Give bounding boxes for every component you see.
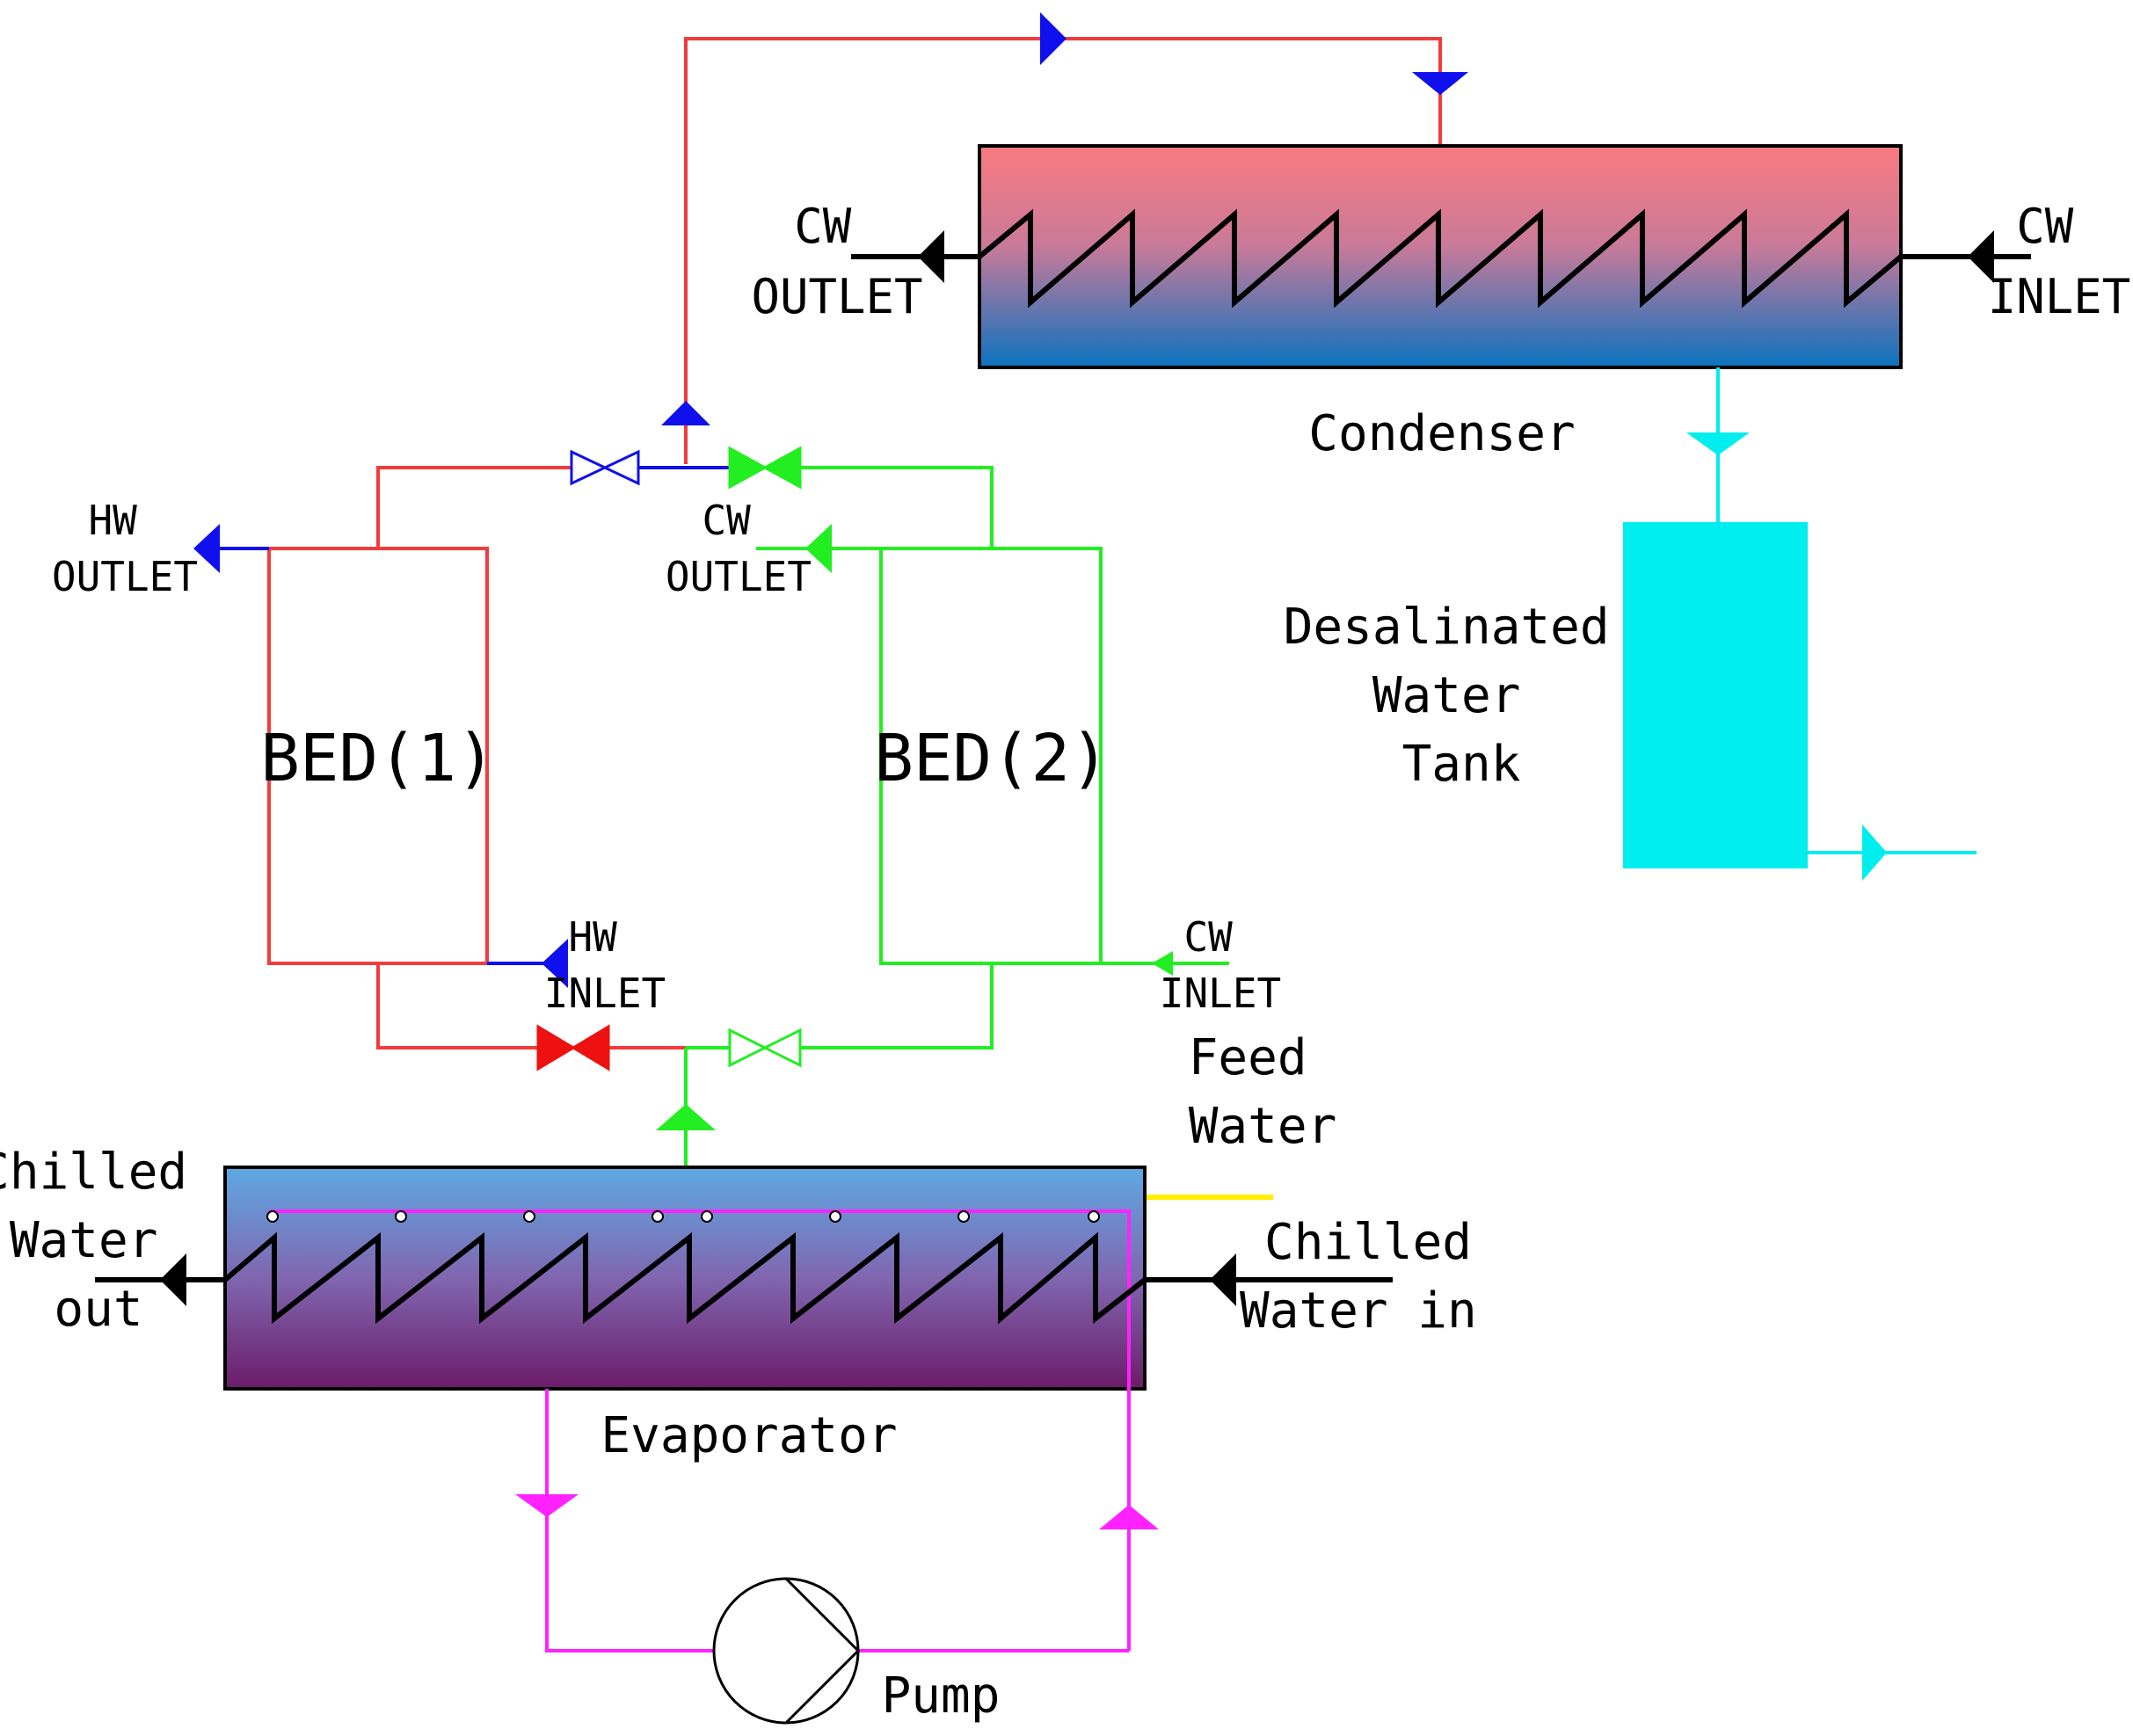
bed-2-cw-outlet-arrow: [805, 524, 832, 573]
pump-label: Pump: [882, 1667, 1001, 1725]
tank-body: [1623, 522, 1808, 868]
chilled-water-in-arrow: [1210, 1253, 1236, 1306]
vapour-arrow-up: [656, 1104, 716, 1130]
hw-outlet-arrow: [193, 524, 220, 573]
evaporator-label: Evaporator: [601, 1407, 897, 1464]
flow-arrow-right: [1040, 12, 1066, 65]
condenser-label: Condenser: [1308, 405, 1575, 462]
condenser-cw-inlet-label: CW INLET: [1988, 199, 2131, 324]
pump-icon: [712, 1577, 861, 1725]
evaporator-shell: [223, 1166, 1147, 1391]
bed-1-hw-outlet-label: HW OUTLET: [52, 497, 198, 600]
bed-2-cw-outlet-label: CW OUTLET: [666, 497, 812, 600]
evaporator-coil: [223, 1231, 1147, 1325]
pump-suction-arrow-down: [515, 1494, 579, 1517]
chilled-water-out-label: Chilled Water out: [0, 1144, 217, 1338]
evaporator: Chilled Water out Chilled Water in Evapo…: [0, 1144, 1502, 1651]
pump-loop: Pump: [515, 1389, 1159, 1725]
hw-inlet-arrow: [542, 939, 568, 988]
flow-arrow-up: [661, 401, 710, 425]
pump-discharge-arrow-up: [1099, 1505, 1159, 1529]
feed-water-label: Feed Water: [1189, 1029, 1337, 1155]
bed-1-hw-inlet-label: HW INLET: [544, 913, 666, 1017]
vapour-line-to-condenser: [661, 12, 1468, 464]
condenser-coil: [978, 208, 1903, 309]
bed-2-cw-inlet-label: CW INLET: [1160, 913, 1281, 1017]
top-manifold: [376, 446, 994, 548]
condenser-cw-outlet-label: CW OUTLET: [751, 199, 922, 324]
distillate-arrow-down: [1686, 432, 1750, 455]
spray-header: [269, 1209, 1131, 1651]
bottom-manifold: [376, 963, 994, 1167]
valve-top-left-open: [570, 449, 640, 486]
condenser: CW OUTLET CW INLET Condenser: [751, 144, 2131, 462]
chilled-water-out-arrow: [160, 1253, 186, 1306]
bed-2-cw-inlet-arrow: [1152, 951, 1173, 976]
spray-nozzles: [266, 1210, 1100, 1223]
feed-water: Feed Water: [1143, 1029, 1337, 1200]
bed-2-label: BED(2): [874, 721, 1109, 796]
desalinated-tank-label: Desalinated Water Tank: [1284, 599, 1640, 793]
cw-inlet-arrow: [1968, 230, 1994, 283]
valve-top-right-closed: [728, 446, 802, 490]
cw-outlet-arrow: [918, 230, 944, 283]
flow-arrow-down: [1412, 72, 1468, 95]
desalinated-water-tank: Desalinated Water Tank: [1284, 367, 1976, 881]
bed-2: BED(2) CW OUTLET CW INLET: [666, 497, 1281, 1017]
chilled-water-in-label: Chilled Water in: [1240, 1214, 1502, 1340]
valve-bottom-left-closed: [536, 1024, 610, 1071]
valve-bottom-right-open: [728, 1028, 802, 1068]
product-arrow-right: [1862, 824, 1887, 881]
bed-1: BED(1) HW OUTLET HW INLET: [52, 497, 666, 1017]
bed-1-label: BED(1): [260, 721, 495, 796]
